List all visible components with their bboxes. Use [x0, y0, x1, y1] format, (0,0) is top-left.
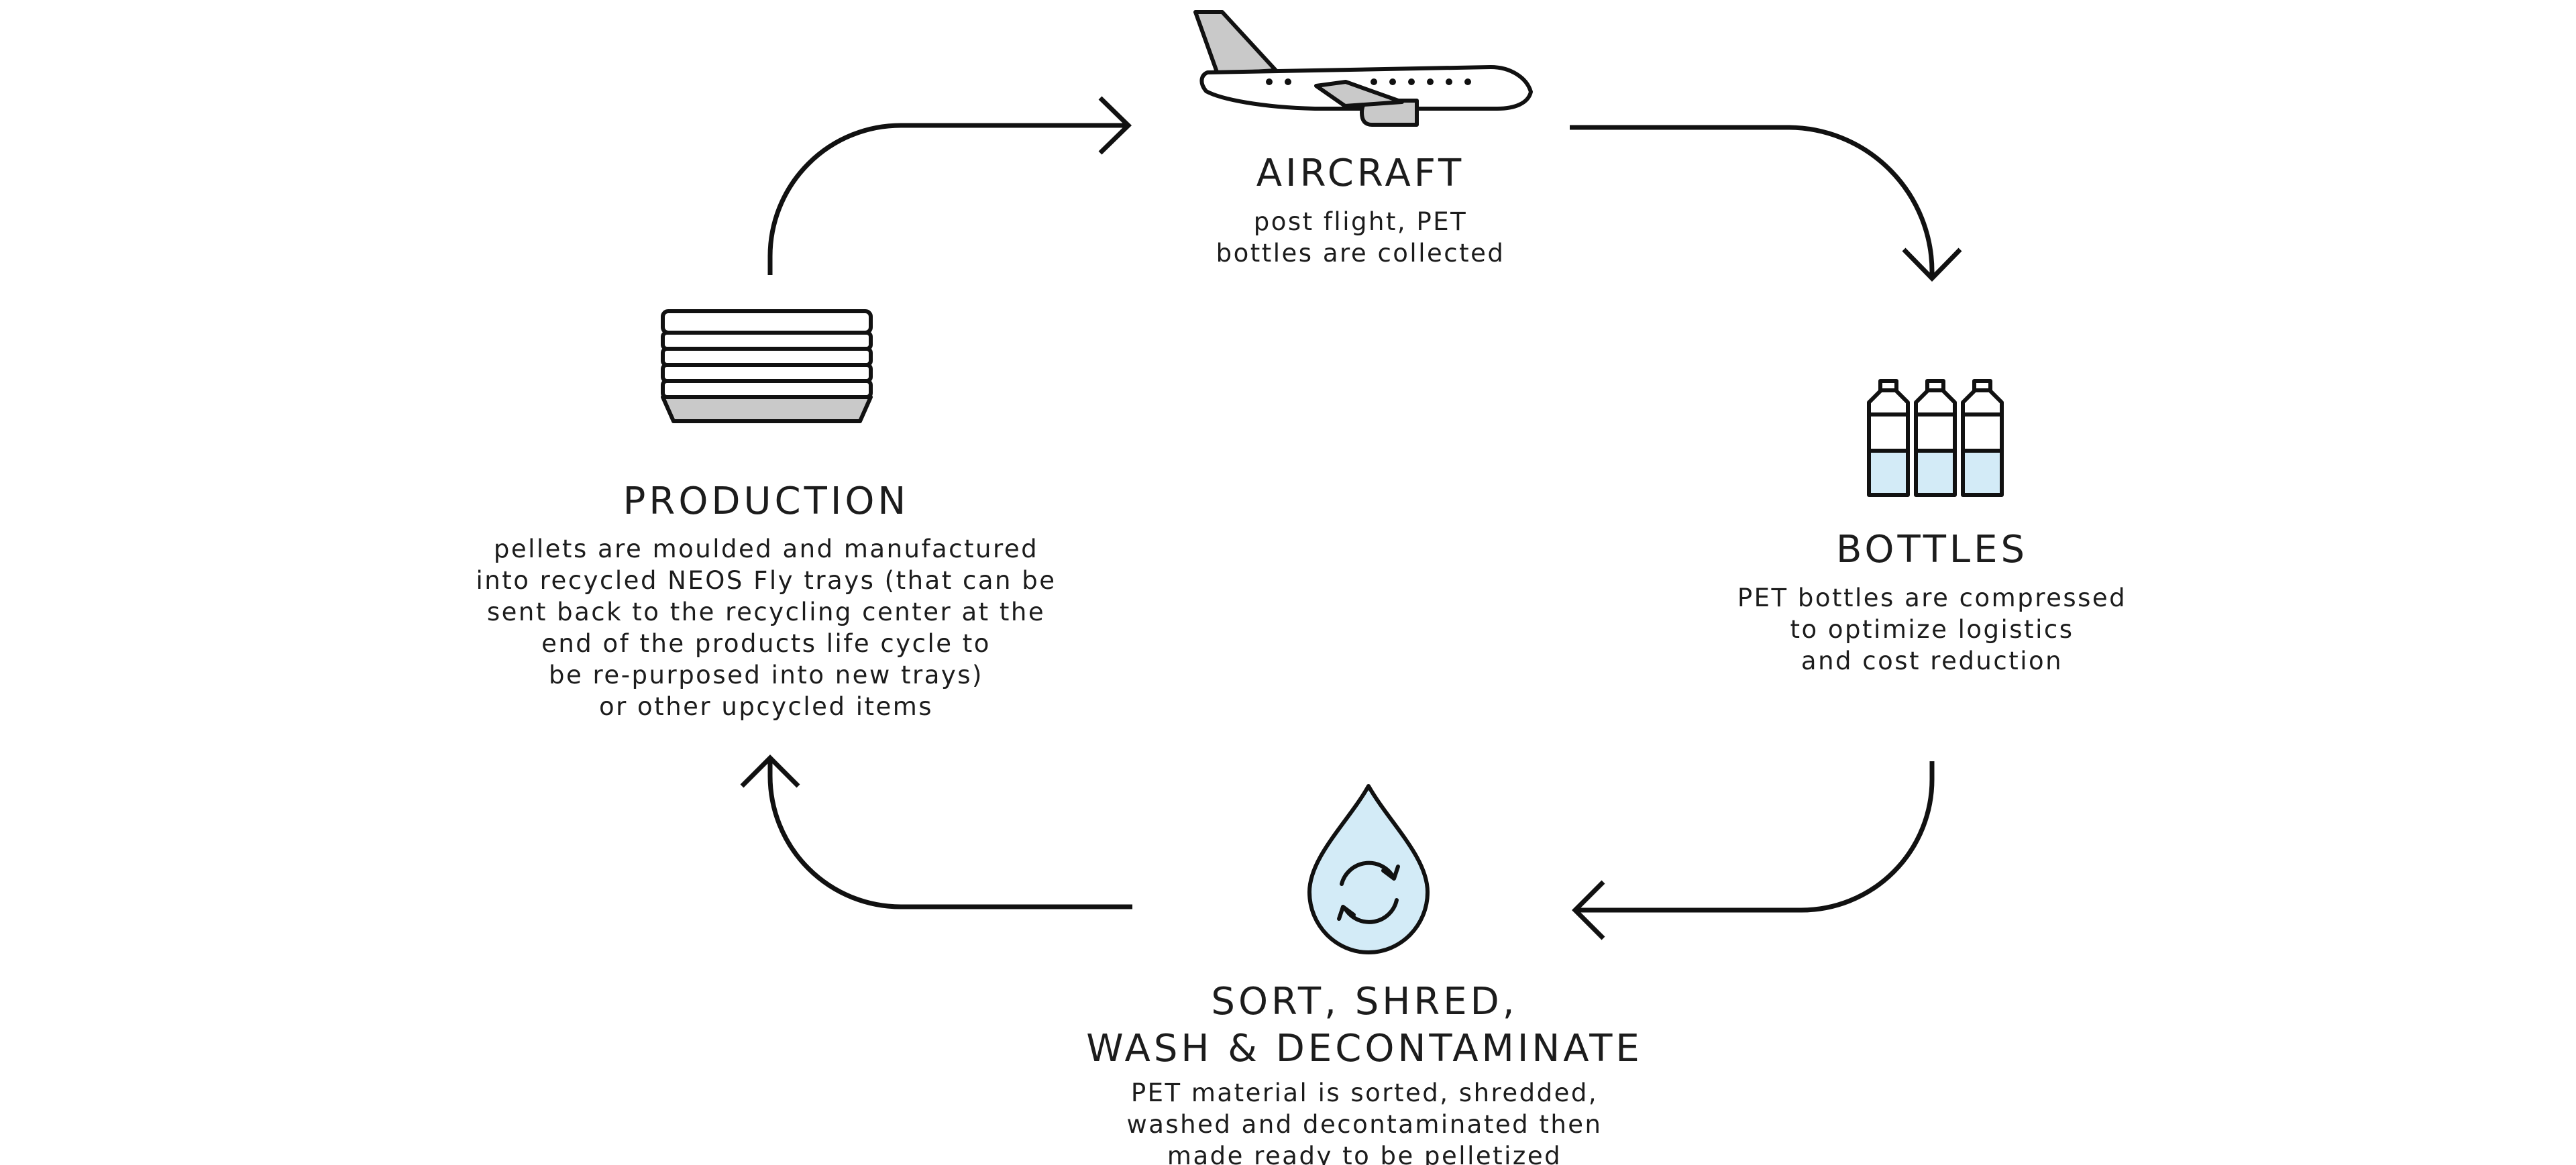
bottle-icon: [1961, 379, 2004, 497]
production-desc-line: into recycled NEOS Fly trays (that can b…: [476, 566, 1057, 595]
airplane-icon: [1193, 10, 1533, 127]
sort-desc-line: PET material is sorted, shredded,: [1131, 1078, 1598, 1107]
aircraft-desc-line: post flight, PET: [1254, 207, 1468, 236]
bottle-icon: [1914, 379, 1957, 497]
arrow-production-to-aircraft: [767, 96, 1132, 275]
arrow-aircraft-to-bottles: [1570, 125, 1962, 282]
production-desc-line: be re-purposed into new trays): [549, 661, 983, 689]
arrow-bottles-to-sort: [1572, 761, 1935, 940]
bottle-icon: [1867, 379, 1910, 497]
production-title: PRODUCTION: [623, 480, 910, 523]
bottles-icon: [1867, 379, 2004, 497]
production-desc-line: or other upcycled items: [599, 692, 933, 721]
node-production: PRODUCTION pellets are moulded and manuf…: [476, 309, 1057, 721]
node-aircraft: AIRCRAFT post flight, PET bottles are co…: [1193, 10, 1533, 268]
sort-title-line: SORT, SHRED,: [1211, 980, 1517, 1023]
bottles-desc-line: and cost reduction: [1801, 647, 2063, 675]
stacked-trays-icon: [661, 309, 873, 423]
production-desc-line: sent back to the recycling center at the: [487, 598, 1045, 626]
sort-title-line: WASH & DECONTAMINATE: [1086, 1027, 1643, 1070]
bottles-title: BOTTLES: [1836, 528, 2028, 571]
bottles-desc-line: to optimize logistics: [1790, 615, 2074, 644]
node-bottles: BOTTLES PET bottles are compressed to op…: [1737, 379, 2127, 675]
production-desc-line: pellets are moulded and manufactured: [494, 535, 1038, 563]
sort-desc-line: made ready to be pelletized: [1167, 1142, 1562, 1165]
recycle-arrows-icon: [1337, 861, 1400, 924]
arrow-sort-to-production: [740, 755, 1132, 909]
production-desc-line: end of the products life cycle to: [541, 629, 991, 658]
aircraft-title: AIRCRAFT: [1256, 152, 1464, 195]
sort-desc-line: washed and decontaminated then: [1126, 1110, 1602, 1139]
node-sort-shred-wash: SORT, SHRED, WASH & DECONTAMINATE PET ma…: [1086, 784, 1643, 1165]
water-drop-recycle-icon: [1307, 784, 1430, 954]
bottles-desc-line: PET bottles are compressed: [1737, 584, 2127, 612]
aircraft-desc-line: bottles are collected: [1216, 239, 1505, 268]
